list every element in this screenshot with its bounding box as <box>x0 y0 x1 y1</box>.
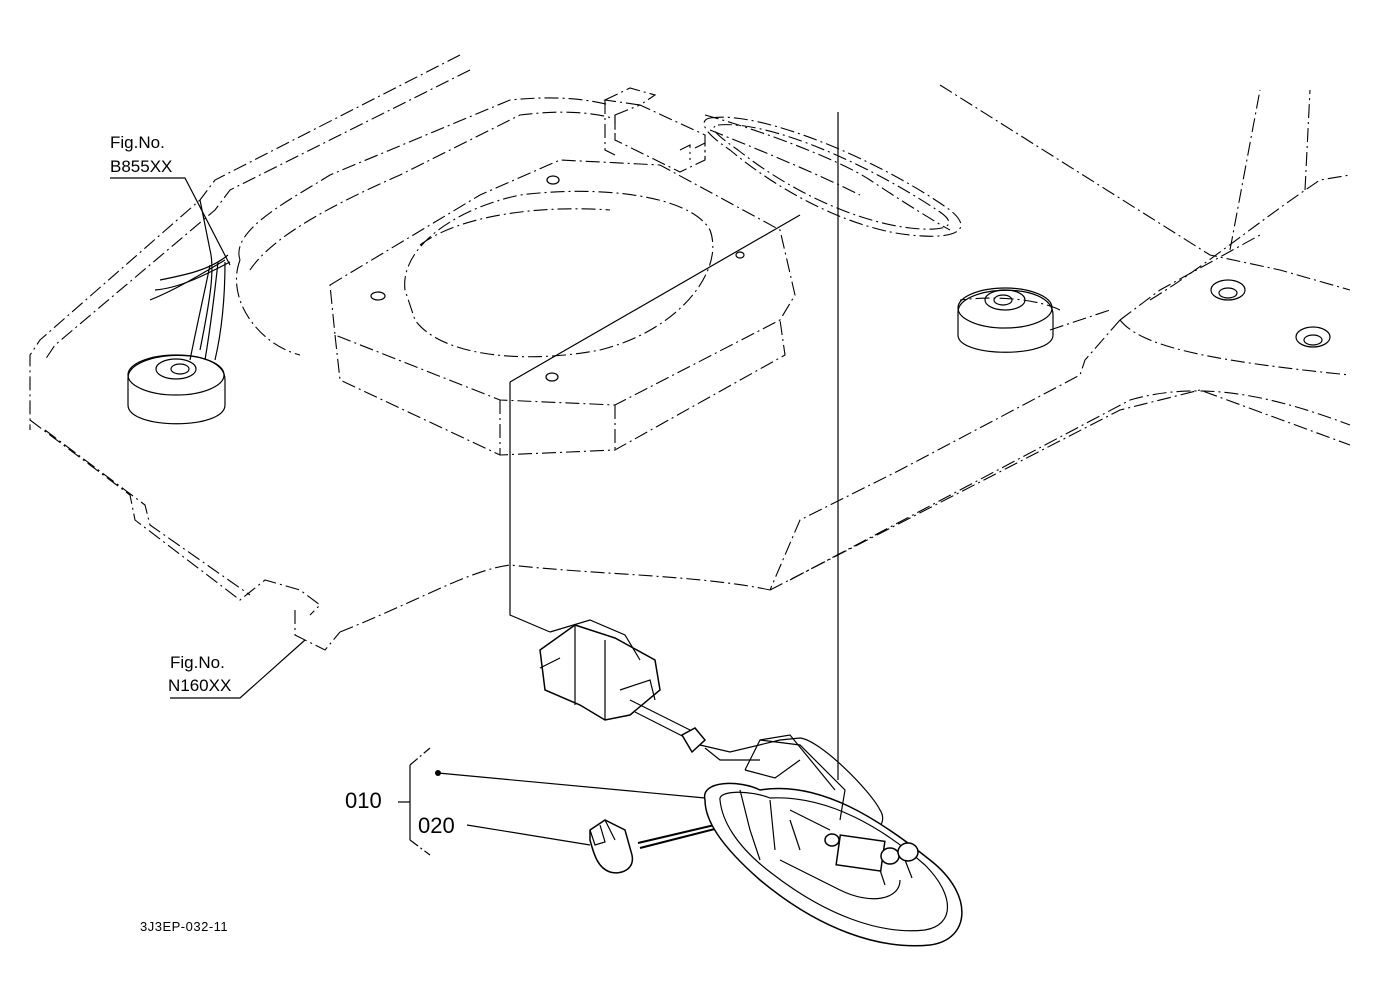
oval-cutout <box>703 116 962 237</box>
upper-connector <box>603 87 706 173</box>
floor-panel-outline <box>29 54 1351 651</box>
panel-recess <box>235 97 951 356</box>
fig-ref-b855-line1: Fig.No. <box>110 133 165 152</box>
grommet-right <box>957 287 1054 353</box>
wire-harness <box>149 199 231 361</box>
part-number-010[interactable]: 010 <box>345 788 382 813</box>
part-number-020[interactable]: 020 <box>418 813 455 838</box>
leader-lines <box>110 112 839 856</box>
bulb <box>589 819 634 874</box>
speaker-bracket <box>329 159 796 456</box>
fig-ref-n160-line2[interactable]: N160XX <box>168 676 232 695</box>
grommet-left <box>127 354 226 425</box>
drawing-code: 3J3EP-032-11 <box>140 919 229 934</box>
room-lamp <box>704 734 963 947</box>
fig-ref-b855-line2[interactable]: B855XX <box>110 157 173 176</box>
mount-holes-right <box>1210 279 1331 348</box>
fig-ref-n160-line1: Fig.No. <box>170 653 225 672</box>
